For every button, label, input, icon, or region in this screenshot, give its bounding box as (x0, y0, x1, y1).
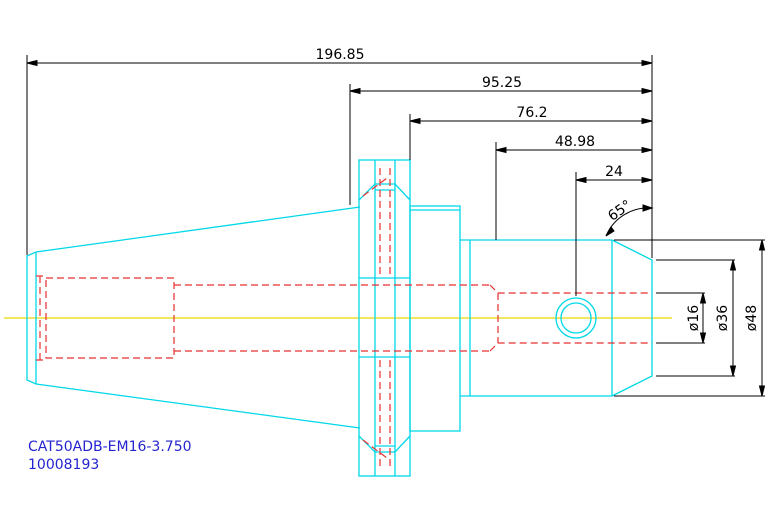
dim-bore-diameter: ø16 (686, 305, 702, 331)
dimension-lines (26, 55, 766, 397)
dim-chamfer-angle: 65° (605, 197, 635, 224)
dim-shank-to-end: 48.98 (555, 134, 595, 150)
dim-flange-to-end: 95.25 (482, 75, 522, 91)
part-outline (26, 159, 653, 477)
dim-body-diameter: ø48 (744, 305, 760, 331)
dim-hole-to-end: 24 (605, 164, 623, 180)
dim-overall-length: 196.85 (316, 47, 365, 63)
part-model-label: CAT50ADB-EM16-3.750 (28, 439, 192, 455)
part-number-label: 10008193 (28, 457, 99, 473)
dim-shank-diameter: ø36 (715, 305, 731, 331)
dim-collar-to-end: 76.2 (516, 105, 547, 121)
hidden-lines (36, 168, 652, 468)
